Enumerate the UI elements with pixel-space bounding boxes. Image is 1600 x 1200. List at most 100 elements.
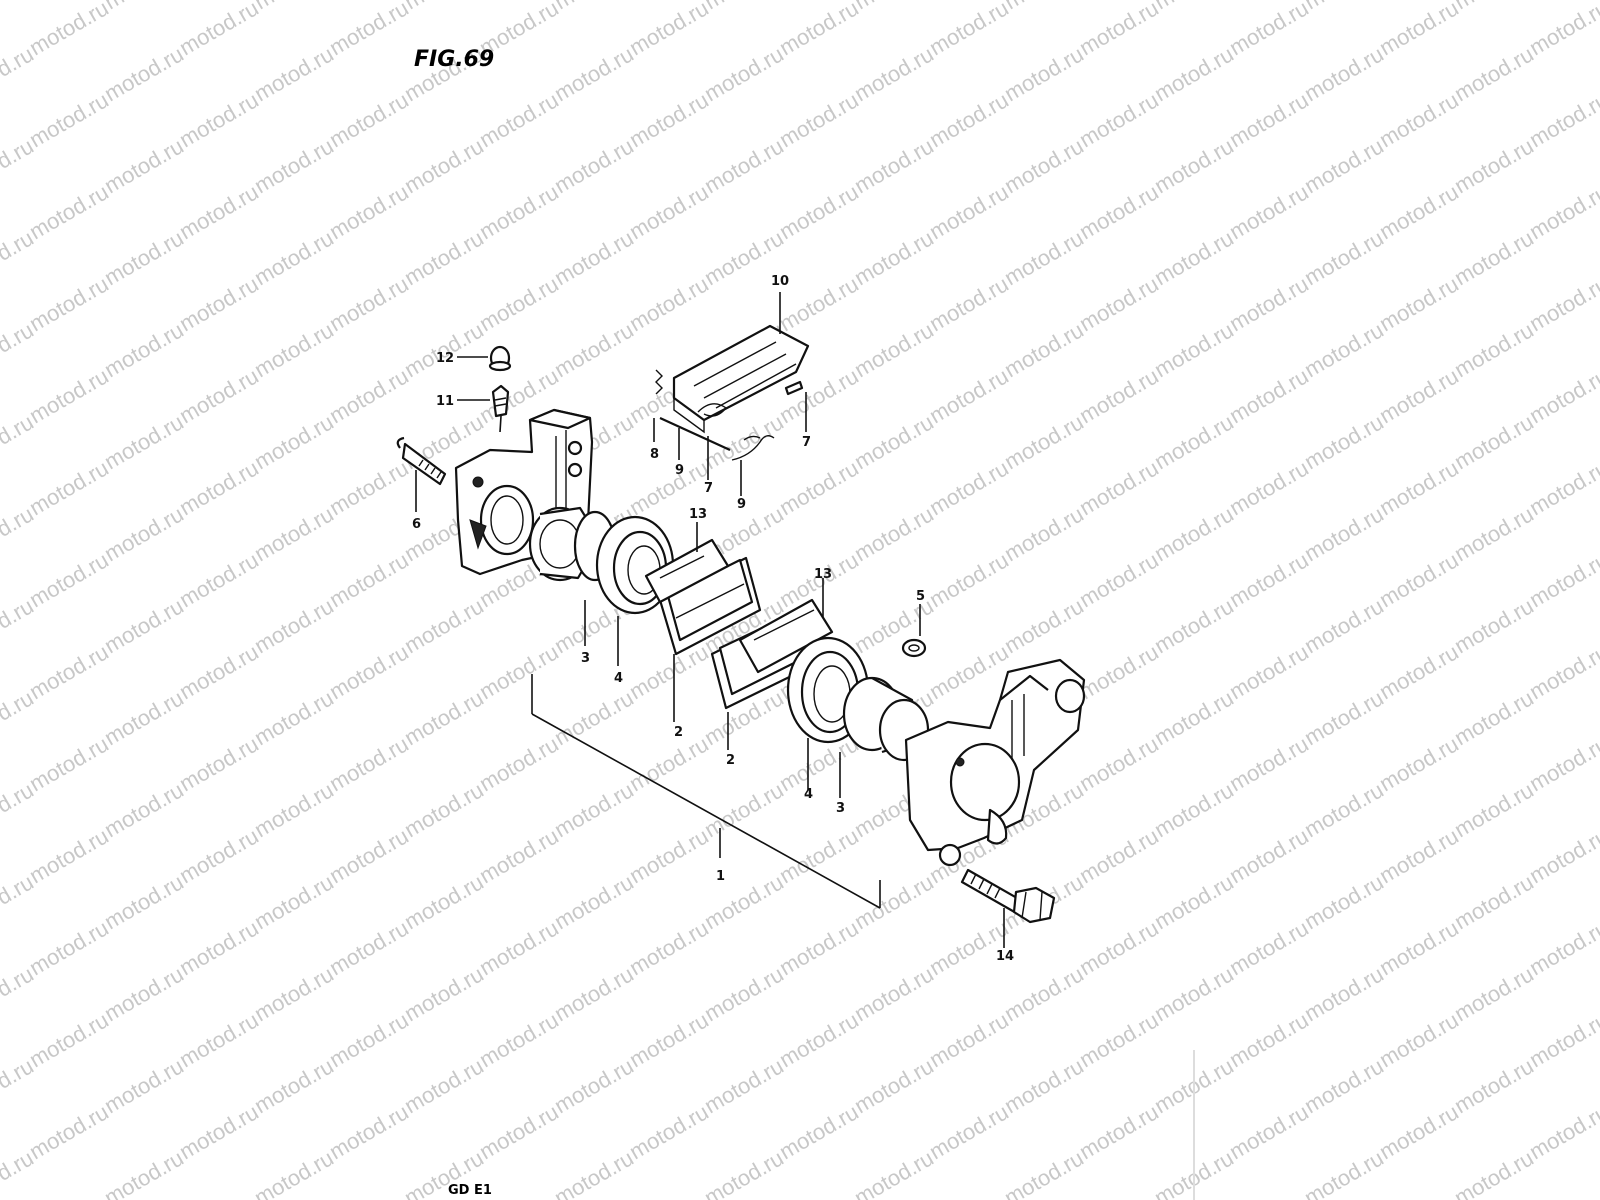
watermark-text: motod.ru xyxy=(1075,915,1163,980)
watermark-text: motod.ru xyxy=(100,593,188,658)
watermark-text: motod.ru xyxy=(1225,823,1313,888)
watermark-text: motod.ru xyxy=(775,87,863,152)
watermark-text: motod.ru xyxy=(550,777,638,842)
watermark-text: motod.ru xyxy=(1225,1007,1313,1072)
watermark-text: motod.ru xyxy=(700,961,788,1026)
figure-footer: GD E1 xyxy=(448,1183,492,1198)
callout-10: 10 xyxy=(771,274,789,289)
watermark-text: motod.ru xyxy=(550,685,638,750)
watermark-text: motod.ru xyxy=(100,317,188,382)
watermark-text: motod.ru xyxy=(1525,731,1600,796)
watermark-text: motod.ru xyxy=(325,87,413,152)
watermark-text: motod.ru xyxy=(25,823,113,888)
part-13-shim-right xyxy=(738,598,834,674)
watermark-text: motod.ru xyxy=(850,133,938,198)
watermark-text: motod.ru xyxy=(1225,639,1313,704)
watermark-text: motod.ru xyxy=(925,1007,1013,1072)
watermark-text: motod.ru xyxy=(1525,1007,1600,1072)
watermark-text: motod.ru xyxy=(400,777,488,842)
watermark-text: motod.ru xyxy=(1525,547,1600,612)
watermark-text: motod.ru xyxy=(100,777,188,842)
watermark-text: motod.ru xyxy=(25,731,113,796)
watermark-text: motod.ru xyxy=(325,363,413,428)
watermark-text: motod.ru xyxy=(400,0,488,14)
watermark-text: motod.ru xyxy=(1075,639,1163,704)
watermark-text: motod.ru xyxy=(25,1007,113,1072)
watermark-text: motod.ru xyxy=(1375,1007,1463,1072)
watermark-text: motod.ru xyxy=(1225,179,1313,244)
watermark-text: motod.ru xyxy=(475,823,563,888)
watermark-text: motod.ru xyxy=(1525,915,1600,980)
watermark-text: motod.ru xyxy=(1450,501,1538,566)
watermark-text: motod.ru xyxy=(850,317,938,382)
watermark-text: motod.ru xyxy=(475,179,563,244)
callout-7: 7 xyxy=(704,481,713,496)
watermark-text: motod.ru xyxy=(1000,317,1088,382)
watermark-text: motod.ru xyxy=(925,915,1013,980)
watermark-text: motod.ru xyxy=(1000,133,1088,198)
watermark-text: motod.ru xyxy=(625,731,713,796)
callout-11: 11 xyxy=(436,394,454,409)
watermark-text: motod.ru xyxy=(850,961,938,1026)
watermark-text: motod.ru xyxy=(175,271,263,336)
leader-lines xyxy=(415,292,1005,948)
watermark-text: motod.ru xyxy=(25,915,113,980)
watermark-text: motod.ru xyxy=(1000,1053,1088,1118)
watermark-text: motod.ru xyxy=(100,41,188,106)
watermark-text: motod.ru xyxy=(100,1053,188,1118)
callout-9: 9 xyxy=(675,463,684,478)
watermark-text: motod.ru xyxy=(1525,363,1600,428)
watermark-text: motod.ru xyxy=(325,179,413,244)
watermark-text: motod.ru xyxy=(1300,593,1388,658)
watermark-text: motod.ru xyxy=(850,1053,938,1118)
watermark-text: motod.ru xyxy=(1375,179,1463,244)
watermark-text: motod.ru xyxy=(1300,1053,1388,1118)
watermark-text: motod.ru xyxy=(325,0,413,60)
watermark-text: motod.ru xyxy=(100,409,188,474)
watermark-text: motod.ru xyxy=(925,87,1013,152)
watermark-text: motod.ru xyxy=(1300,961,1388,1026)
watermark-text: motod.ru xyxy=(1000,0,1088,14)
watermark-text: motod.ru xyxy=(250,409,338,474)
watermark-text: motod.ru xyxy=(325,271,413,336)
watermark-text: motod.ru xyxy=(325,823,413,888)
watermark-text: motod.ru xyxy=(1150,409,1238,474)
watermark-text: motod.ru xyxy=(1300,869,1388,934)
watermark-text: motod.ru xyxy=(475,639,563,704)
watermark-text: motod.ru xyxy=(1000,961,1088,1026)
watermark-text: motod.ru xyxy=(250,869,338,934)
part-3-piston-left xyxy=(528,506,617,582)
watermark-text: motod.ru xyxy=(775,1099,863,1164)
callout-5: 5 xyxy=(916,589,925,604)
watermark-text: motod.ru xyxy=(1525,87,1600,152)
watermark-text: motod.ru xyxy=(850,501,938,566)
callout-9: 9 xyxy=(737,497,746,512)
callout-13: 13 xyxy=(814,567,832,582)
watermark-text: motod.ru xyxy=(1000,593,1088,658)
watermark-text: motod.ru xyxy=(1375,915,1463,980)
part-9-clip-lower xyxy=(731,435,775,461)
callout-13: 13 xyxy=(689,507,707,522)
watermark-text: motod.ru xyxy=(1450,317,1538,382)
watermark-text: motod.ru xyxy=(475,271,563,336)
watermark-text: motod.ru xyxy=(1225,455,1313,520)
part-12-bleeder-cap xyxy=(488,345,512,372)
watermark-text: motod.ru xyxy=(1150,317,1238,382)
watermark-text: motod.ru xyxy=(1525,179,1600,244)
watermark-text: motod.ru xyxy=(1375,1099,1463,1164)
watermark-text: motod.ru xyxy=(1375,639,1463,704)
watermark-text: motod.ru xyxy=(25,363,113,428)
watermark-text: motod.ru xyxy=(1525,1099,1600,1164)
watermark-text: motod.ru xyxy=(100,961,188,1026)
watermark-text: motod.ru xyxy=(250,225,338,290)
watermark-text: motod.ru xyxy=(250,501,338,566)
watermark-text: motod.ru xyxy=(250,317,338,382)
watermark-text: motod.ru xyxy=(1000,41,1088,106)
watermark-text: motod.ru xyxy=(1450,685,1538,750)
watermark-text: motod.ru xyxy=(1075,0,1163,60)
callout-12: 12 xyxy=(436,351,454,366)
watermark-text: motod.ru xyxy=(1450,1145,1538,1200)
watermark-text: motod.ru xyxy=(850,225,938,290)
watermark-text: motod.ru xyxy=(925,1099,1013,1164)
watermark-text: motod.ru xyxy=(100,225,188,290)
